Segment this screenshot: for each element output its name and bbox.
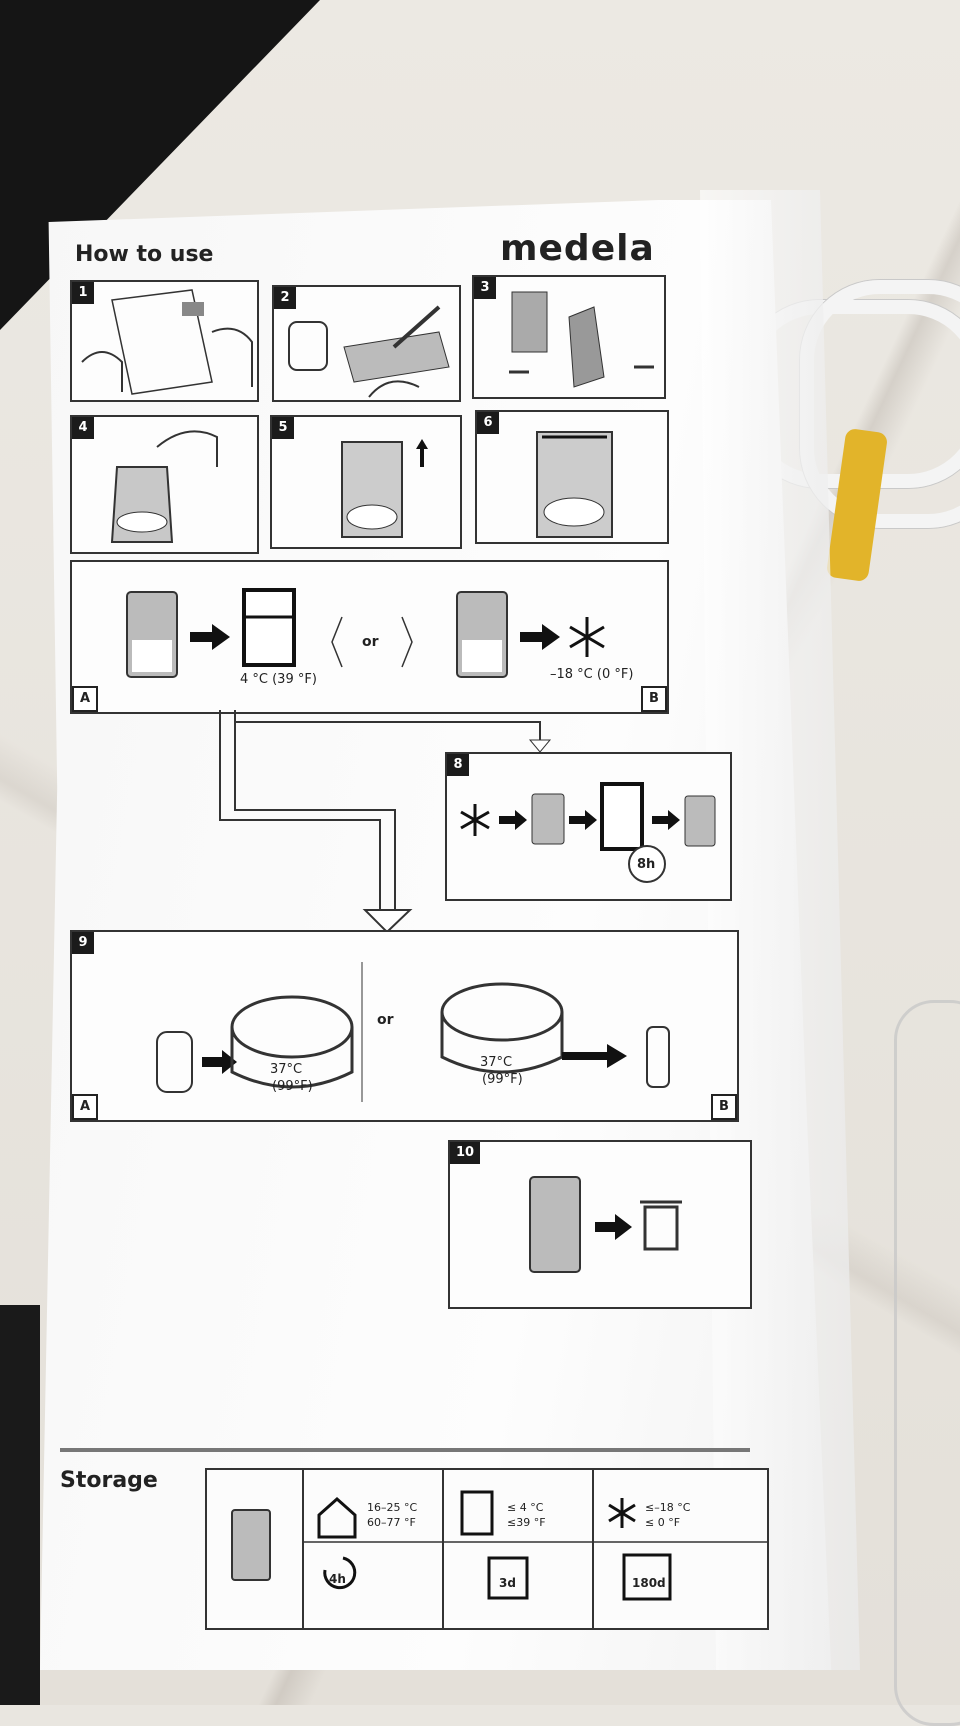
storage-table: 16–25 °C 60–77 °F 4h ≤ 4 °C ≤39 °F 3d ≤–… — [205, 1468, 769, 1630]
freezer-time: 180d — [632, 1576, 666, 1590]
step-8-panel: 8 8h — [445, 752, 732, 901]
step-number: 1 — [72, 282, 94, 304]
snowflake-icon — [460, 804, 490, 836]
freezer-temp-c: ≤–18 °C — [645, 1501, 691, 1514]
step-5-panel: 5 — [270, 415, 462, 549]
room-temp-f: 60–77 °F — [367, 1516, 416, 1529]
snowflake-icon — [608, 1498, 636, 1528]
step-number: 6 — [477, 412, 499, 434]
tear-bag-illustration — [81, 289, 253, 395]
step-number: 10 — [450, 1142, 480, 1164]
or-label: or — [377, 1012, 394, 1028]
fridge-temp-c: ≤ 4 °C — [507, 1501, 544, 1514]
calendar-icon — [622, 1553, 672, 1601]
corner-b: B — [711, 1094, 737, 1120]
step-6-panel: 6 — [475, 410, 669, 544]
storage-icons — [231, 1490, 767, 1601]
step-7-panel: 4 °C (39 °F) or –18 °C (0 °F) A B — [70, 560, 669, 714]
step-1-panel: 1 — [70, 280, 259, 402]
seal-bag-illustration — [536, 431, 613, 538]
plastic-tube — [894, 1000, 960, 1726]
corner-a: A — [72, 686, 98, 712]
calendar-icon — [487, 1556, 529, 1600]
discard-illustration — [529, 1176, 682, 1273]
clock-icon — [628, 845, 666, 883]
label-bag-illustration — [288, 305, 450, 398]
fridge-cell — [442, 1470, 444, 1628]
step-3-panel: 3 — [472, 275, 666, 399]
step-number: 8 — [447, 754, 469, 776]
temp-a: 37°C — [270, 1062, 303, 1077]
fridge-temp: 4 °C (39 °F) — [240, 672, 317, 687]
step-number: 4 — [72, 417, 94, 439]
step-10-panel: 10 — [448, 1140, 752, 1309]
step-4-panel: 4 — [70, 415, 259, 554]
thaw-illustration — [460, 782, 716, 883]
remove-air-illustration — [341, 439, 428, 538]
step-2-panel: 2 — [272, 285, 461, 402]
flow-arrows — [219, 710, 552, 934]
house-thermometer-icon — [317, 1496, 357, 1539]
room-time: 4h — [329, 1572, 346, 1586]
room-cell — [302, 1470, 304, 1628]
snowflake-icon — [569, 617, 605, 657]
divider — [60, 1448, 750, 1452]
freezer-temp: –18 °C (0 °F) — [550, 667, 634, 682]
fridge-icon — [242, 588, 296, 667]
step-number: 3 — [474, 277, 496, 299]
room-temp-c: 16–25 °C — [367, 1501, 418, 1514]
fridge-icon — [460, 1490, 494, 1536]
storage-title: Storage — [60, 1468, 158, 1493]
page-title: How to use — [75, 242, 214, 267]
instruction-sheet: How to use medela 1 2 3 4 — [60, 210, 769, 1650]
corner-b: B — [641, 686, 667, 712]
or-label: or — [362, 634, 379, 650]
step-number: 9 — [72, 932, 94, 954]
step-number: 2 — [274, 287, 296, 309]
pour-milk-illustration — [110, 430, 218, 543]
open-bag-illustration — [509, 291, 654, 388]
fridge-time: 3d — [499, 1576, 516, 1590]
dark-surface-bottom — [0, 1305, 40, 1705]
step-9-panel: 9 37°C (99°F) or 37°C (99°F) A B — [70, 930, 739, 1122]
brand-logo: medela — [500, 228, 655, 269]
freezer-temp-f: ≤ 0 °F — [645, 1516, 681, 1529]
step-number: 5 — [272, 417, 294, 439]
corner-a: A — [72, 1094, 98, 1120]
store-options-illustration — [126, 588, 605, 678]
bag-icon — [231, 1509, 271, 1581]
thaw-time: 8h — [637, 857, 656, 872]
warm-milk-illustration — [156, 962, 670, 1102]
freezer-cell — [592, 1470, 594, 1628]
temp-b: 37°C — [480, 1055, 513, 1070]
fridge-icon — [600, 782, 644, 851]
trash-icon — [640, 1200, 682, 1251]
temp-b-f: (99°F) — [482, 1072, 523, 1087]
fridge-temp-f: ≤39 °F — [507, 1516, 546, 1529]
clock-icon — [323, 1556, 357, 1590]
temp-a-f: (99°F) — [272, 1079, 313, 1094]
